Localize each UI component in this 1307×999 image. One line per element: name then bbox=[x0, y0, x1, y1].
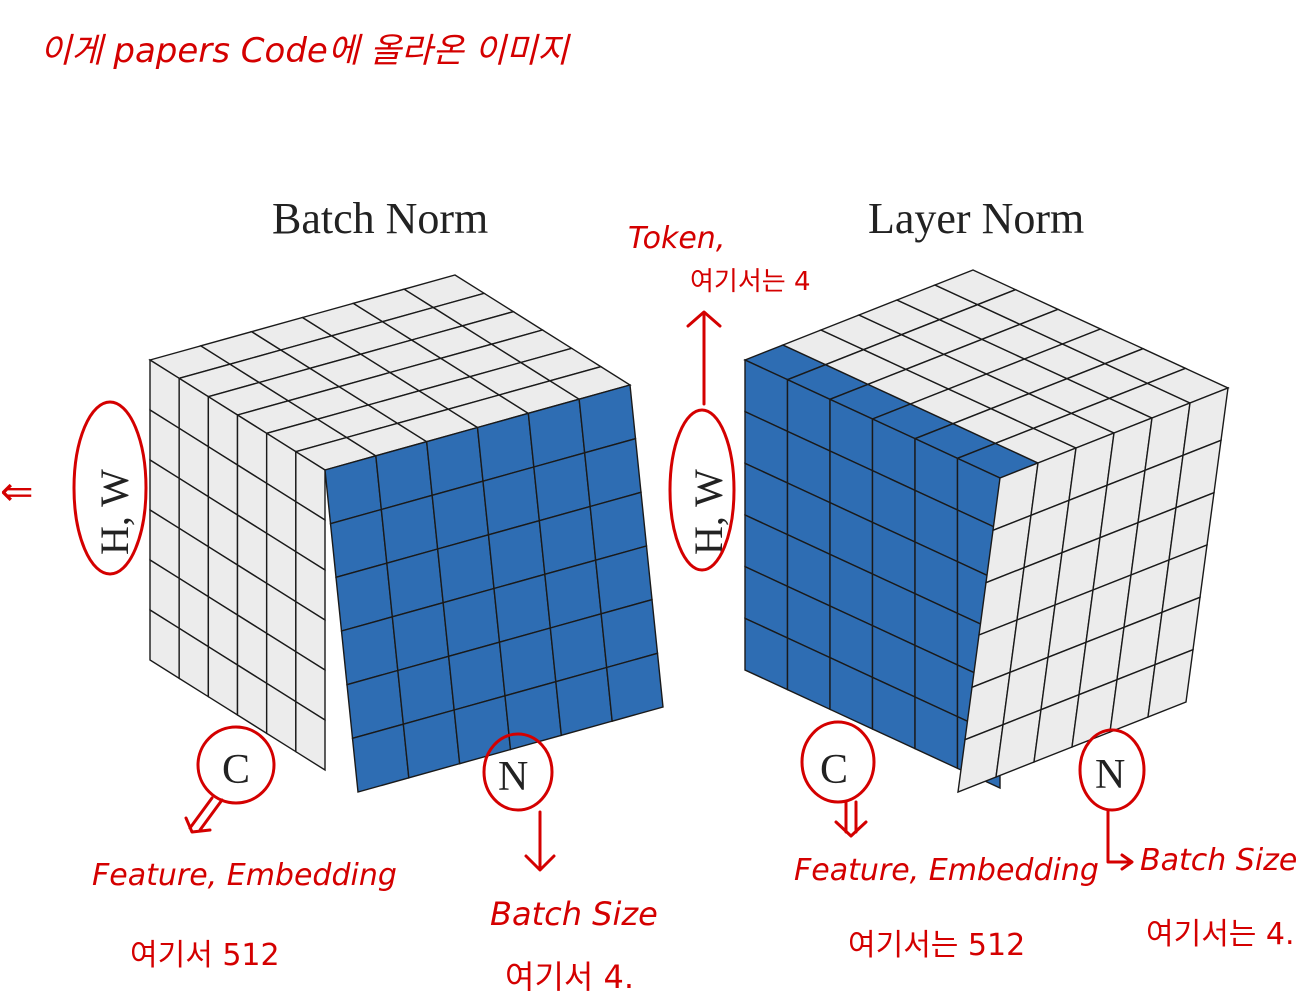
ln-axis-n: N bbox=[1095, 752, 1125, 798]
bn-front-cell-highlight bbox=[605, 652, 664, 723]
ln-hw-up-arrow-icon bbox=[686, 310, 722, 406]
layer-norm-cube bbox=[743, 269, 1230, 794]
ln-n-arrow-icon bbox=[1106, 808, 1134, 871]
batch-norm-title: Batch Norm bbox=[272, 194, 488, 243]
ln-feature-note: 여기서는 512 bbox=[848, 928, 1025, 963]
bn-c-circle bbox=[196, 725, 276, 805]
ln-c-circle bbox=[800, 720, 876, 804]
ln-token-label: Token, bbox=[628, 221, 725, 256]
ln-batch-label: Batch Size bbox=[1140, 843, 1297, 878]
ln-axis-c: C bbox=[820, 747, 848, 793]
ln-batch-note: 여기서는 4. bbox=[1146, 917, 1295, 952]
bn-hw-circle bbox=[72, 400, 148, 576]
ln-n-circle bbox=[1078, 728, 1146, 812]
bn-batch-note: 여기서 4. bbox=[505, 958, 634, 996]
ln-front-cell bbox=[1147, 648, 1194, 719]
ln-axis-hw: H, W bbox=[686, 469, 731, 555]
bn-axis-c: C bbox=[222, 747, 250, 793]
bn-n-circle bbox=[482, 732, 554, 812]
left-double-arrow-icon: ⇐ bbox=[0, 469, 34, 515]
bn-axis-hw: H, W bbox=[92, 469, 137, 555]
ln-hw-circle bbox=[668, 408, 736, 572]
batch-norm-cube bbox=[148, 274, 664, 793]
bn-axis-n: N bbox=[498, 754, 528, 800]
layer-norm-title: Layer Norm bbox=[868, 194, 1084, 243]
ln-c-arrow-icon bbox=[834, 800, 868, 838]
bn-batch-label: Batch Size bbox=[490, 895, 658, 933]
bn-feature-note: 여기서 512 bbox=[130, 938, 280, 973]
ln-token-note: 여기서는 4 bbox=[690, 267, 811, 297]
handwritten-title: 이게 papers Code에 올라온 이미지 bbox=[40, 31, 571, 71]
ln-feature-label: Feature, Embedding bbox=[794, 853, 1099, 888]
bn-left-cell bbox=[295, 700, 326, 772]
bn-c-arrow-icon bbox=[184, 796, 224, 834]
bn-n-arrow-icon bbox=[524, 810, 556, 872]
bn-feature-label: Feature, Embedding bbox=[92, 858, 397, 893]
